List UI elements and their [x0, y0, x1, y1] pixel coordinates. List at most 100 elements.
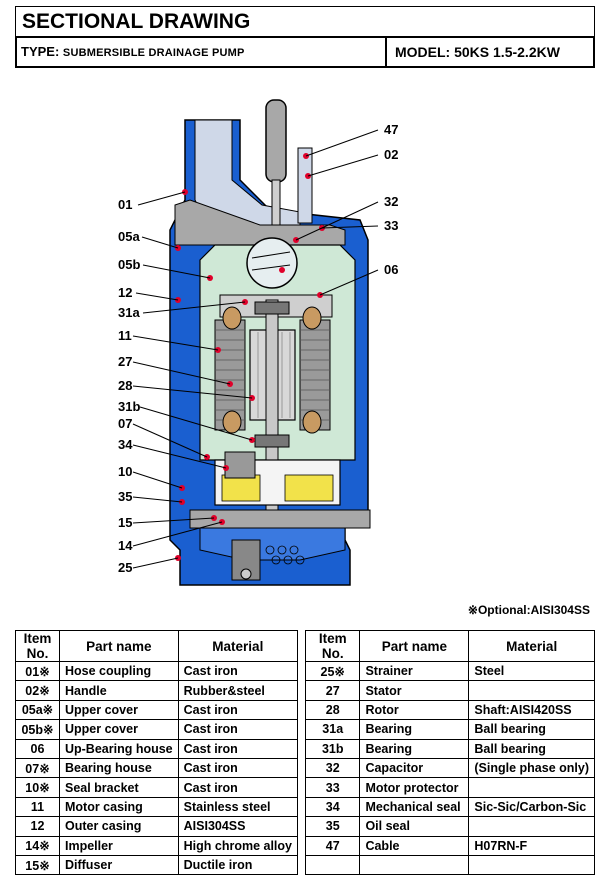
page-title: SECTIONAL DRAWING — [15, 6, 595, 36]
cell-item-no: 25※ — [304, 660, 361, 682]
bearing-31b — [254, 434, 290, 448]
cell-item-no: 27 — [304, 680, 361, 701]
cell-item-no: 35 — [304, 816, 361, 837]
cell-part-name: Handle — [58, 680, 179, 701]
diffuser — [189, 509, 371, 529]
cell-item-no: 31a — [304, 719, 361, 740]
header-part-name: Part name — [359, 630, 470, 662]
cell-part-name: Bearing — [359, 738, 470, 759]
cell-item-no: 12 — [15, 816, 60, 837]
cell-material: Cast iron — [177, 777, 299, 798]
type-model-bar: TYPE: SUBMERSIBLE DRAINAGE PUMP MODEL: 5… — [15, 36, 595, 68]
cell-part-name: Up-Bearing house — [58, 738, 179, 759]
cell-part-name: Stator — [359, 680, 470, 701]
cell-item-no: 14※ — [15, 835, 60, 856]
motor-protector — [246, 237, 298, 289]
cell-item-no: 06 — [15, 738, 60, 759]
cell-material: Ball bearing — [468, 738, 595, 759]
cell-part-name: Motor casing — [58, 796, 179, 818]
cell-part-name: Mechanical seal — [359, 796, 470, 818]
cell-material: High chrome alloy — [177, 835, 299, 856]
cell-material: Rubber&steel — [177, 680, 299, 701]
sectional-drawing: 01 05a 05b 12 31a 11 27 28 31b 07 34 10 … — [118, 99, 398, 586]
cell-part-name: Impeller — [58, 835, 179, 856]
cell-material: Cast iron — [177, 699, 299, 721]
cell-material: Steel — [468, 660, 595, 682]
cell-item-no: 33 — [304, 777, 361, 798]
cell-part-name: Bearing house — [58, 757, 179, 779]
callout-01: 01 — [118, 197, 132, 212]
callout-05a: 05a — [118, 229, 140, 244]
callout-47: 47 — [384, 122, 398, 137]
handle — [265, 99, 287, 183]
optional-note: ※Optional:AISI304SS — [467, 603, 590, 617]
cell-item-no: 07※ — [15, 757, 60, 779]
cell-material: Cast iron — [177, 660, 299, 682]
callout-05b: 05b — [118, 257, 140, 272]
mechanical-seal — [224, 451, 256, 479]
callout-32: 32 — [384, 194, 398, 209]
callout-12: 12 — [118, 285, 132, 300]
cell-part-name — [359, 854, 470, 876]
cell-item-no: 32 — [304, 757, 361, 779]
callout-07: 07 — [118, 416, 132, 431]
oil-left — [221, 474, 261, 502]
cell-item-no: 11 — [15, 796, 60, 818]
callout-15: 15 — [118, 515, 132, 530]
winding-bottom-left — [222, 410, 242, 434]
cell-material — [468, 777, 595, 798]
cell-material — [468, 816, 595, 837]
cell-item-no — [304, 854, 361, 876]
callout-33: 33 — [384, 218, 398, 233]
impeller — [199, 527, 346, 561]
callout-06: 06 — [384, 262, 398, 277]
type-label: TYPE: — [21, 44, 60, 59]
bearing-31a — [254, 301, 290, 315]
cell-material: AISI304SS — [177, 816, 299, 837]
model-field: MODEL: 50KS 1.5-2.2KW — [387, 38, 593, 66]
callout-10: 10 — [118, 464, 132, 479]
callout-02: 02 — [384, 147, 398, 162]
header-material: Material — [468, 630, 595, 662]
cell-part-name: Motor protector — [359, 777, 470, 798]
callout-27: 27 — [118, 354, 132, 369]
cell-material: (Single phase only) — [468, 757, 595, 779]
cell-part-name: Diffuser — [58, 854, 179, 876]
cell-part-name: Oil seal — [359, 816, 470, 837]
header-material: Material — [177, 630, 299, 662]
cell-item-no: 31b — [304, 738, 361, 759]
callout-28: 28 — [118, 378, 132, 393]
cell-material: Ball bearing — [468, 719, 595, 740]
cell-item-no: 28 — [304, 699, 361, 721]
callout-31a: 31a — [118, 305, 140, 320]
cell-material: Cast iron — [177, 757, 299, 779]
oil-right — [284, 474, 334, 502]
cell-part-name: Outer casing — [58, 816, 179, 837]
winding-top-left — [222, 306, 242, 330]
cell-material: Shaft:AISI420SS — [468, 699, 595, 721]
cell-item-no: 47 — [304, 835, 361, 856]
cell-part-name: Upper cover — [58, 719, 179, 740]
callout-14: 14 — [118, 538, 133, 553]
cell-material: Cast iron — [177, 719, 299, 740]
cell-material: Sic-Sic/Carbon-Sic — [468, 796, 595, 818]
header-item-no: Item No. — [15, 630, 60, 662]
cell-part-name: Cable — [359, 835, 470, 856]
